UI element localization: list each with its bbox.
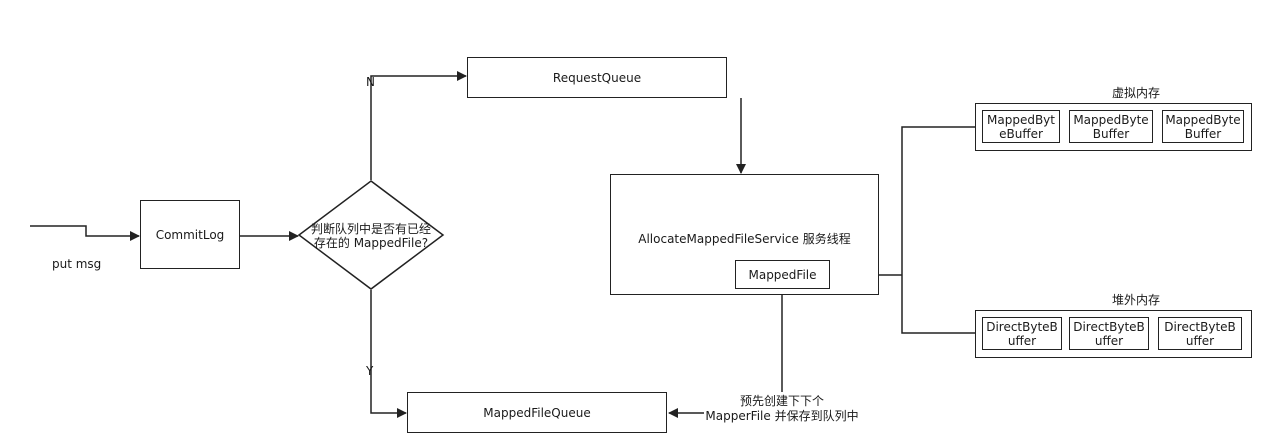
offheap-memory-cell: DirectByteBuffer	[982, 317, 1062, 350]
requestqueue-box: RequestQueue	[467, 57, 727, 98]
offheap-memory-cell: DirectByteBuffer	[1069, 317, 1149, 350]
branch-yes-label: Y	[366, 364, 374, 378]
service-label: AllocateMappedFileService 服务线程	[638, 232, 851, 246]
arrow-yes-to-mappedfilequeue	[370, 290, 407, 418]
offheap-memory-cell: DirectByteBuffer	[1158, 317, 1242, 350]
decision-line-1: 判断队列中是否有已经	[310, 222, 431, 236]
virtual-memory-group: MappedByteBuffer MappedByteBuffer Mapped…	[975, 103, 1252, 151]
mappedfile-label: MappedFile	[748, 267, 817, 282]
arrow-no-to-requestqueue	[370, 71, 467, 180]
virtual-memory-cell: MappedByteBuffer	[982, 110, 1060, 143]
decision-line-2: 存在的 MappedFile?	[313, 236, 429, 250]
commitlog-box: CommitLog	[140, 200, 240, 269]
virtual-memory-title: 虚拟内存	[1112, 86, 1161, 100]
commitlog-label: CommitLog	[155, 227, 225, 242]
input-label: put msg	[52, 257, 102, 271]
decision-label: 判断队列中是否有已经 存在的 MappedFile?	[300, 222, 442, 250]
offheap-memory-title: 堆外内存	[1112, 293, 1161, 307]
requestqueue-label: RequestQueue	[552, 70, 642, 85]
decision-diamond	[297, 180, 445, 290]
mappedfilequeue-label: MappedFileQueue	[483, 405, 591, 420]
virtual-memory-cell: MappedByteBuffer	[1069, 110, 1153, 143]
offheap-memory-group: DirectByteBuffer DirectByteBuffer Direct…	[975, 310, 1252, 358]
mappedfile-box: MappedFile	[735, 260, 830, 289]
bracket-memory-groups	[901, 126, 975, 334]
arrow-input-to-commitlog	[30, 225, 140, 241]
branch-no-label: N	[366, 75, 375, 89]
precreate-note: 预先创建下下个 MapperFile 并保存到队列中	[698, 394, 866, 424]
mappedfilequeue-box: MappedFileQueue	[407, 392, 667, 433]
precreate-note-line-1: 预先创建下下个	[739, 394, 824, 408]
precreate-note-line-2: MapperFile 并保存到队列中	[705, 409, 859, 423]
virtual-memory-cell: MappedByteBuffer	[1162, 110, 1244, 143]
